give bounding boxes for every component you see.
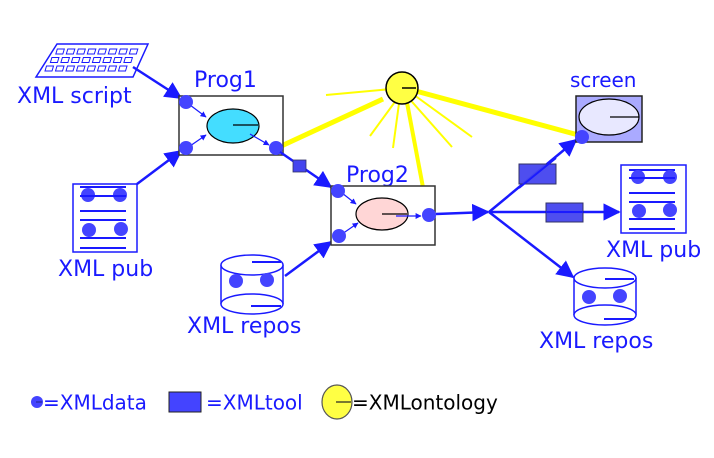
xml-repos-left-node[interactable]: XML repos: [187, 254, 301, 339]
edge-overlay: [518, 157, 557, 189]
keyboard-key: [54, 65, 65, 72]
keyboard-key: [128, 48, 139, 55]
data-dot: [260, 273, 274, 287]
keyboard-key: [107, 65, 118, 72]
xml-repos-right-node[interactable]: XML repos: [539, 267, 653, 354]
keyboard-key: [76, 48, 86, 55]
edge-to-repos-right: [488, 211, 575, 279]
xml-repos-right-label: XML repos: [539, 329, 653, 354]
data-dot: [632, 204, 646, 218]
legend-xmlontology-label: =XMLontology: [352, 391, 498, 415]
keyboard-key: [112, 57, 123, 63]
screen-label: screen: [570, 68, 636, 92]
keyboard-key: [65, 48, 76, 55]
ontology-ray: [392, 95, 401, 149]
keyboard-key: [49, 57, 60, 63]
ontology-ray: [409, 91, 473, 138]
data-dot: [422, 208, 436, 222]
keyboard-key: [123, 57, 134, 63]
ontology-link-screen: [411, 87, 583, 139]
data-dot: [582, 290, 596, 304]
xml-script-label: XML script: [17, 84, 132, 109]
data-dot: [613, 289, 627, 303]
edge-repos-to-prog2: [284, 240, 333, 278]
xml-repos-left-label: XML repos: [187, 314, 301, 339]
keyboard-key: [86, 65, 97, 72]
cylinder-icon: [220, 265, 284, 304]
xml-script-node[interactable]: XML script: [17, 43, 150, 109]
screen-node[interactable]: screen: [570, 68, 643, 144]
keyboard-key: [117, 65, 128, 72]
xml-pub-left-node[interactable]: XML pub: [58, 183, 153, 282]
data-dot: [663, 203, 677, 217]
keyboard-key: [70, 57, 81, 63]
legend: =XMLdata =XMLtool =XMLontology: [31, 384, 498, 420]
keyboard-key: [102, 57, 113, 63]
keyboard-key: [75, 65, 86, 72]
prog1-node[interactable]: Prog1: [178, 68, 284, 156]
xml-pub-right-node[interactable]: XML pub: [606, 164, 701, 263]
keyboard-key: [96, 65, 107, 72]
ontology-link-prog1: [275, 96, 385, 151]
inner-arrow: [189, 134, 207, 147]
prog2-node[interactable]: Prog2: [330, 163, 436, 246]
keyboard-key: [55, 48, 65, 55]
ontology-ray: [405, 94, 453, 148]
data-dot: [229, 274, 243, 288]
keyboard-keys: [44, 48, 139, 72]
data-dot: [114, 222, 128, 236]
cylinder-bottom: [220, 293, 284, 315]
data-dot: [332, 229, 346, 243]
keyboard-key: [60, 57, 71, 63]
data-dot: [179, 141, 193, 155]
ontology-node[interactable]: [385, 71, 419, 105]
data-dot: [331, 184, 345, 198]
keyboard-key: [91, 57, 102, 63]
inner-arrow: [341, 192, 357, 205]
keyboard-key: [118, 48, 128, 55]
data-dot: [269, 141, 283, 155]
prog1-label: Prog1: [194, 68, 257, 93]
legend-xmldata-label: =XMLdata: [43, 391, 147, 415]
xml-tool: [292, 159, 307, 173]
data-dot: [82, 223, 96, 237]
legend-xmltool-icon: [168, 391, 202, 413]
inner-arrow: [249, 133, 270, 146]
legend-xmltool-label: =XMLtool: [206, 391, 303, 415]
xml-pub-left-label: XML pub: [58, 257, 153, 282]
prog2-label: Prog2: [346, 163, 409, 188]
xml-pub-right-label: XML pub: [606, 238, 701, 263]
edge-pub-to-prog1: [136, 149, 183, 185]
keyboard-key: [86, 48, 97, 55]
process-ellipse: [206, 108, 260, 144]
inner-arrow: [189, 104, 207, 118]
keyboard-key: [44, 65, 55, 72]
keyboard-key: [81, 57, 92, 63]
edge-prog2-out: [435, 203, 490, 222]
cylinder-bottom: [573, 304, 637, 326]
keyboard-key: [97, 48, 107, 55]
cylinder-icon: [573, 278, 637, 315]
cylinder-top: [220, 254, 284, 276]
keyboard-icon: [34, 43, 150, 78]
keyboard-key: [107, 48, 118, 55]
keyboard-key: [65, 65, 76, 72]
data-dot: [179, 95, 193, 109]
edge-script-to-prog1: [132, 65, 183, 100]
data-dot: [575, 130, 589, 144]
